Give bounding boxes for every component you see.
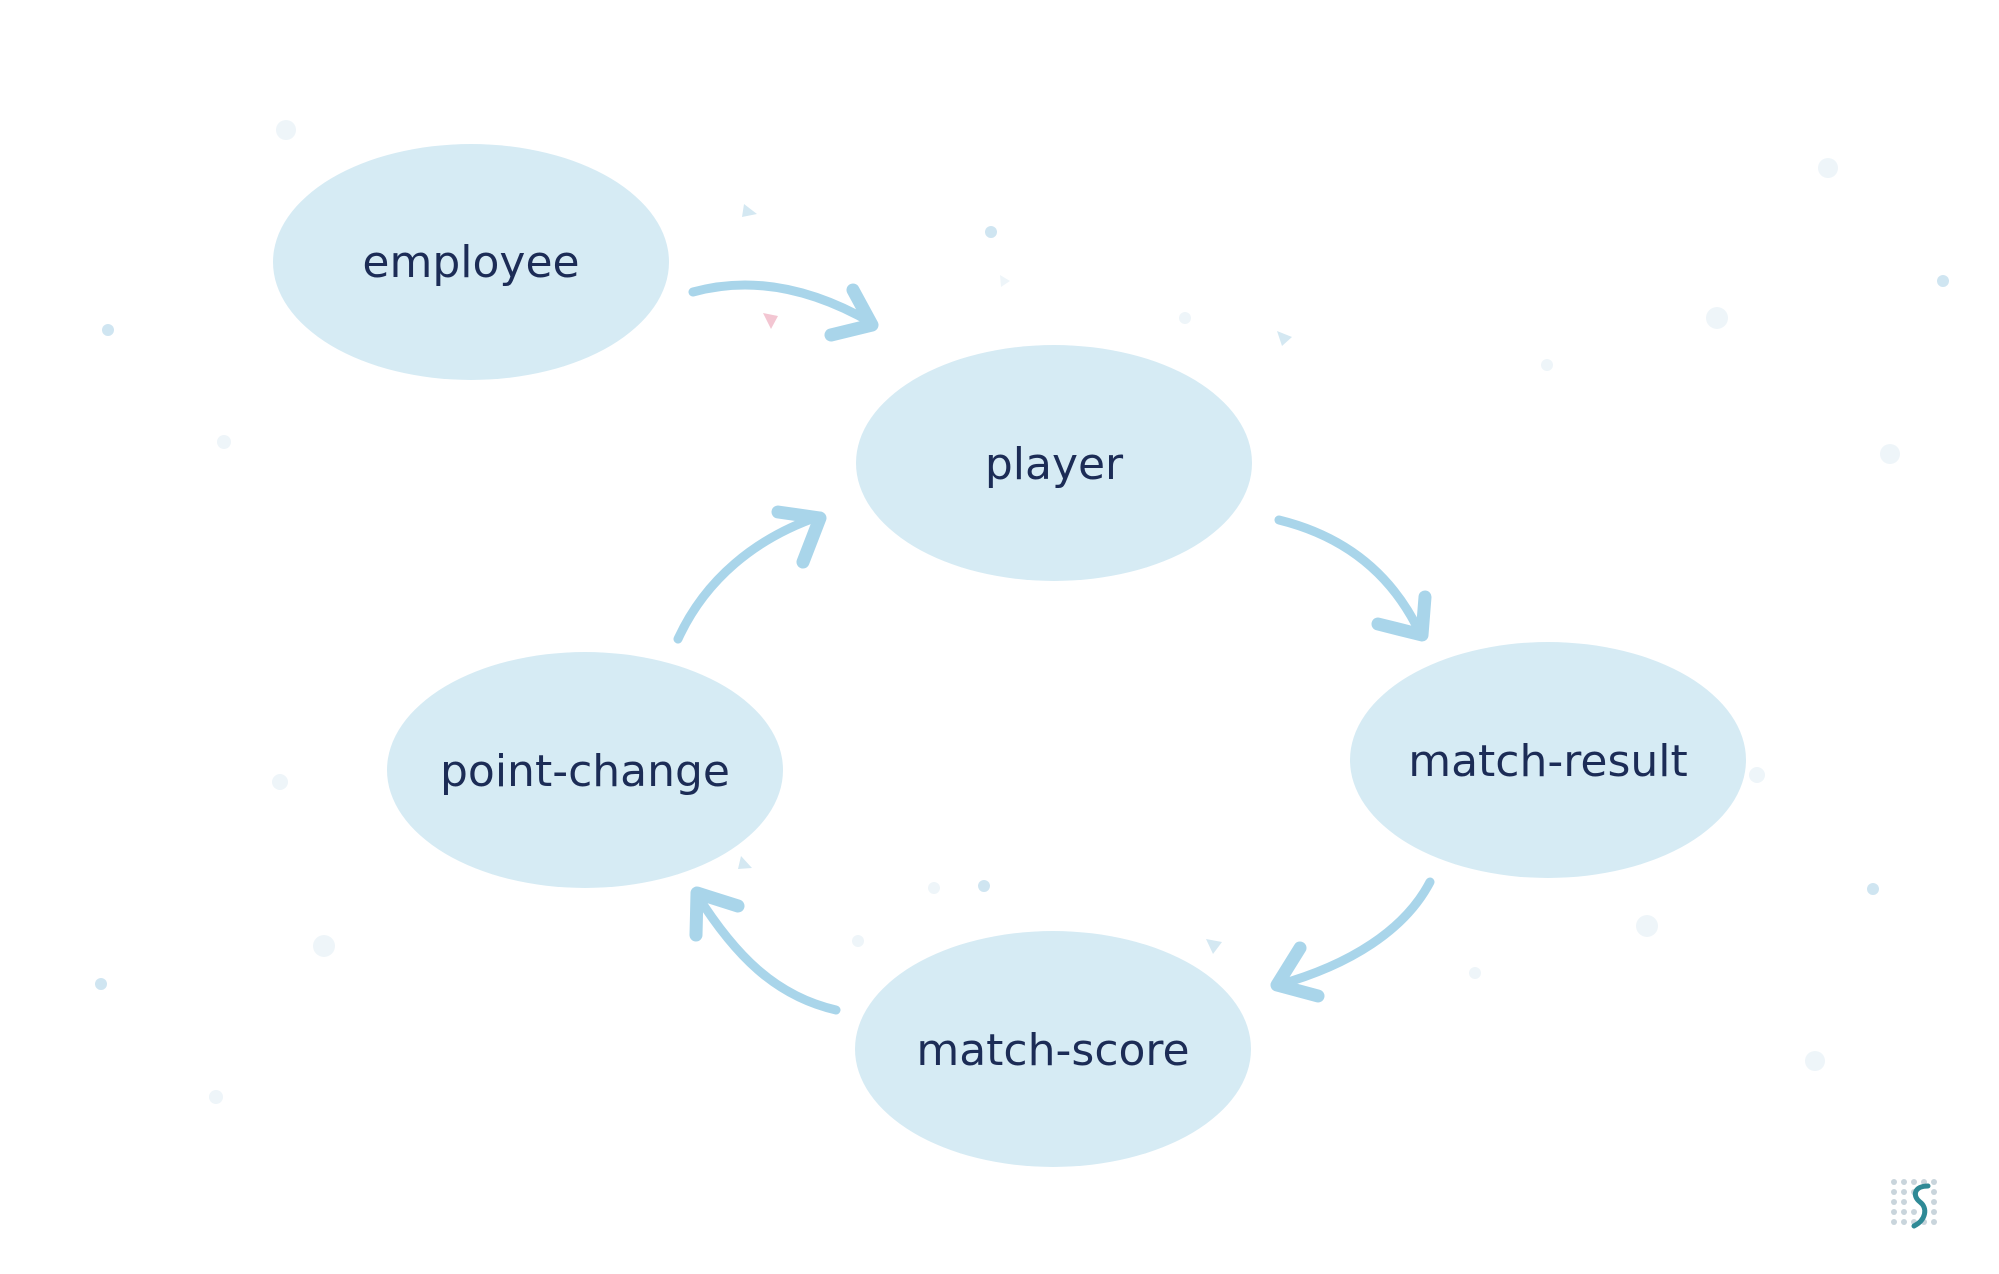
node-player[interactable]: player [856, 345, 1252, 581]
node-shape [855, 931, 1251, 1167]
node-shape [387, 652, 783, 888]
node-label: employee [362, 237, 579, 288]
node-label: match-score [916, 1025, 1189, 1076]
edge-point-change-to-player [673, 505, 827, 644]
node-match-score[interactable]: match-score [855, 931, 1251, 1167]
background-specks [95, 120, 1949, 1104]
node-label: match-result [1408, 736, 1688, 787]
edge-player-to-match-result [1274, 515, 1432, 642]
edge-employee-to-player [688, 280, 879, 342]
node-shape [1350, 642, 1746, 878]
node-match-result[interactable]: match-result [1350, 642, 1746, 878]
node-point-change[interactable]: point-change [387, 652, 783, 888]
node-label: player [985, 439, 1124, 490]
edge-match-result-to-match-score [1270, 877, 1435, 1003]
node-shape [273, 144, 669, 380]
s-dots-logo-icon [1891, 1179, 1937, 1229]
edge-match-score-to-point-change [689, 886, 841, 1015]
node-employee[interactable]: employee [273, 144, 669, 380]
node-label: point-change [440, 746, 730, 797]
node-shape [856, 345, 1252, 581]
